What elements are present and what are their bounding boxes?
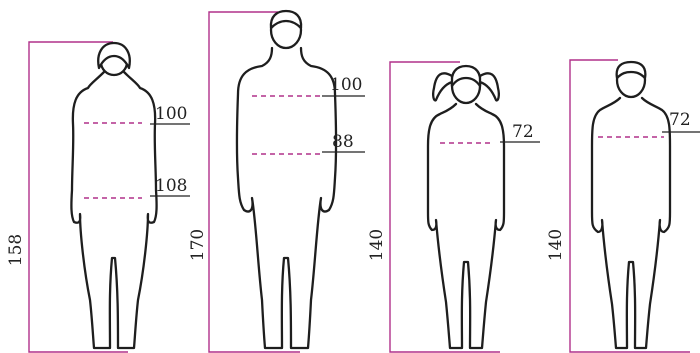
height-label: 140 bbox=[546, 229, 566, 261]
measure-label-top: 100 bbox=[330, 75, 362, 95]
height-bracket bbox=[29, 42, 128, 352]
height-label: 140 bbox=[367, 229, 387, 261]
height-bracket bbox=[209, 12, 300, 352]
person-outline bbox=[592, 98, 670, 348]
measure-label-bottom: 88 bbox=[332, 132, 354, 152]
person-outline bbox=[428, 104, 504, 348]
measure-label-top: 100 bbox=[155, 104, 187, 124]
height-bracket bbox=[570, 60, 690, 352]
hair bbox=[452, 66, 481, 86]
figure-woman: 158 100 108 bbox=[6, 42, 190, 352]
pigtail-right bbox=[480, 73, 499, 100]
figure-boy: 140 72 bbox=[546, 60, 700, 352]
measure-label-bottom: 108 bbox=[155, 176, 187, 196]
height-label: 158 bbox=[6, 234, 26, 266]
hair bbox=[98, 43, 130, 68]
measure-label-top: 72 bbox=[669, 110, 691, 130]
height-bracket bbox=[390, 62, 500, 352]
figure-man: 170 100 88 bbox=[188, 11, 365, 352]
hair bbox=[271, 11, 301, 28]
person-outline bbox=[71, 72, 156, 348]
hair bbox=[617, 62, 646, 78]
person-outline bbox=[237, 48, 336, 348]
height-label: 170 bbox=[188, 229, 208, 261]
measure-label-top: 72 bbox=[512, 122, 534, 142]
figure-girl: 140 72 bbox=[367, 62, 540, 352]
pigtail-left bbox=[433, 73, 452, 100]
